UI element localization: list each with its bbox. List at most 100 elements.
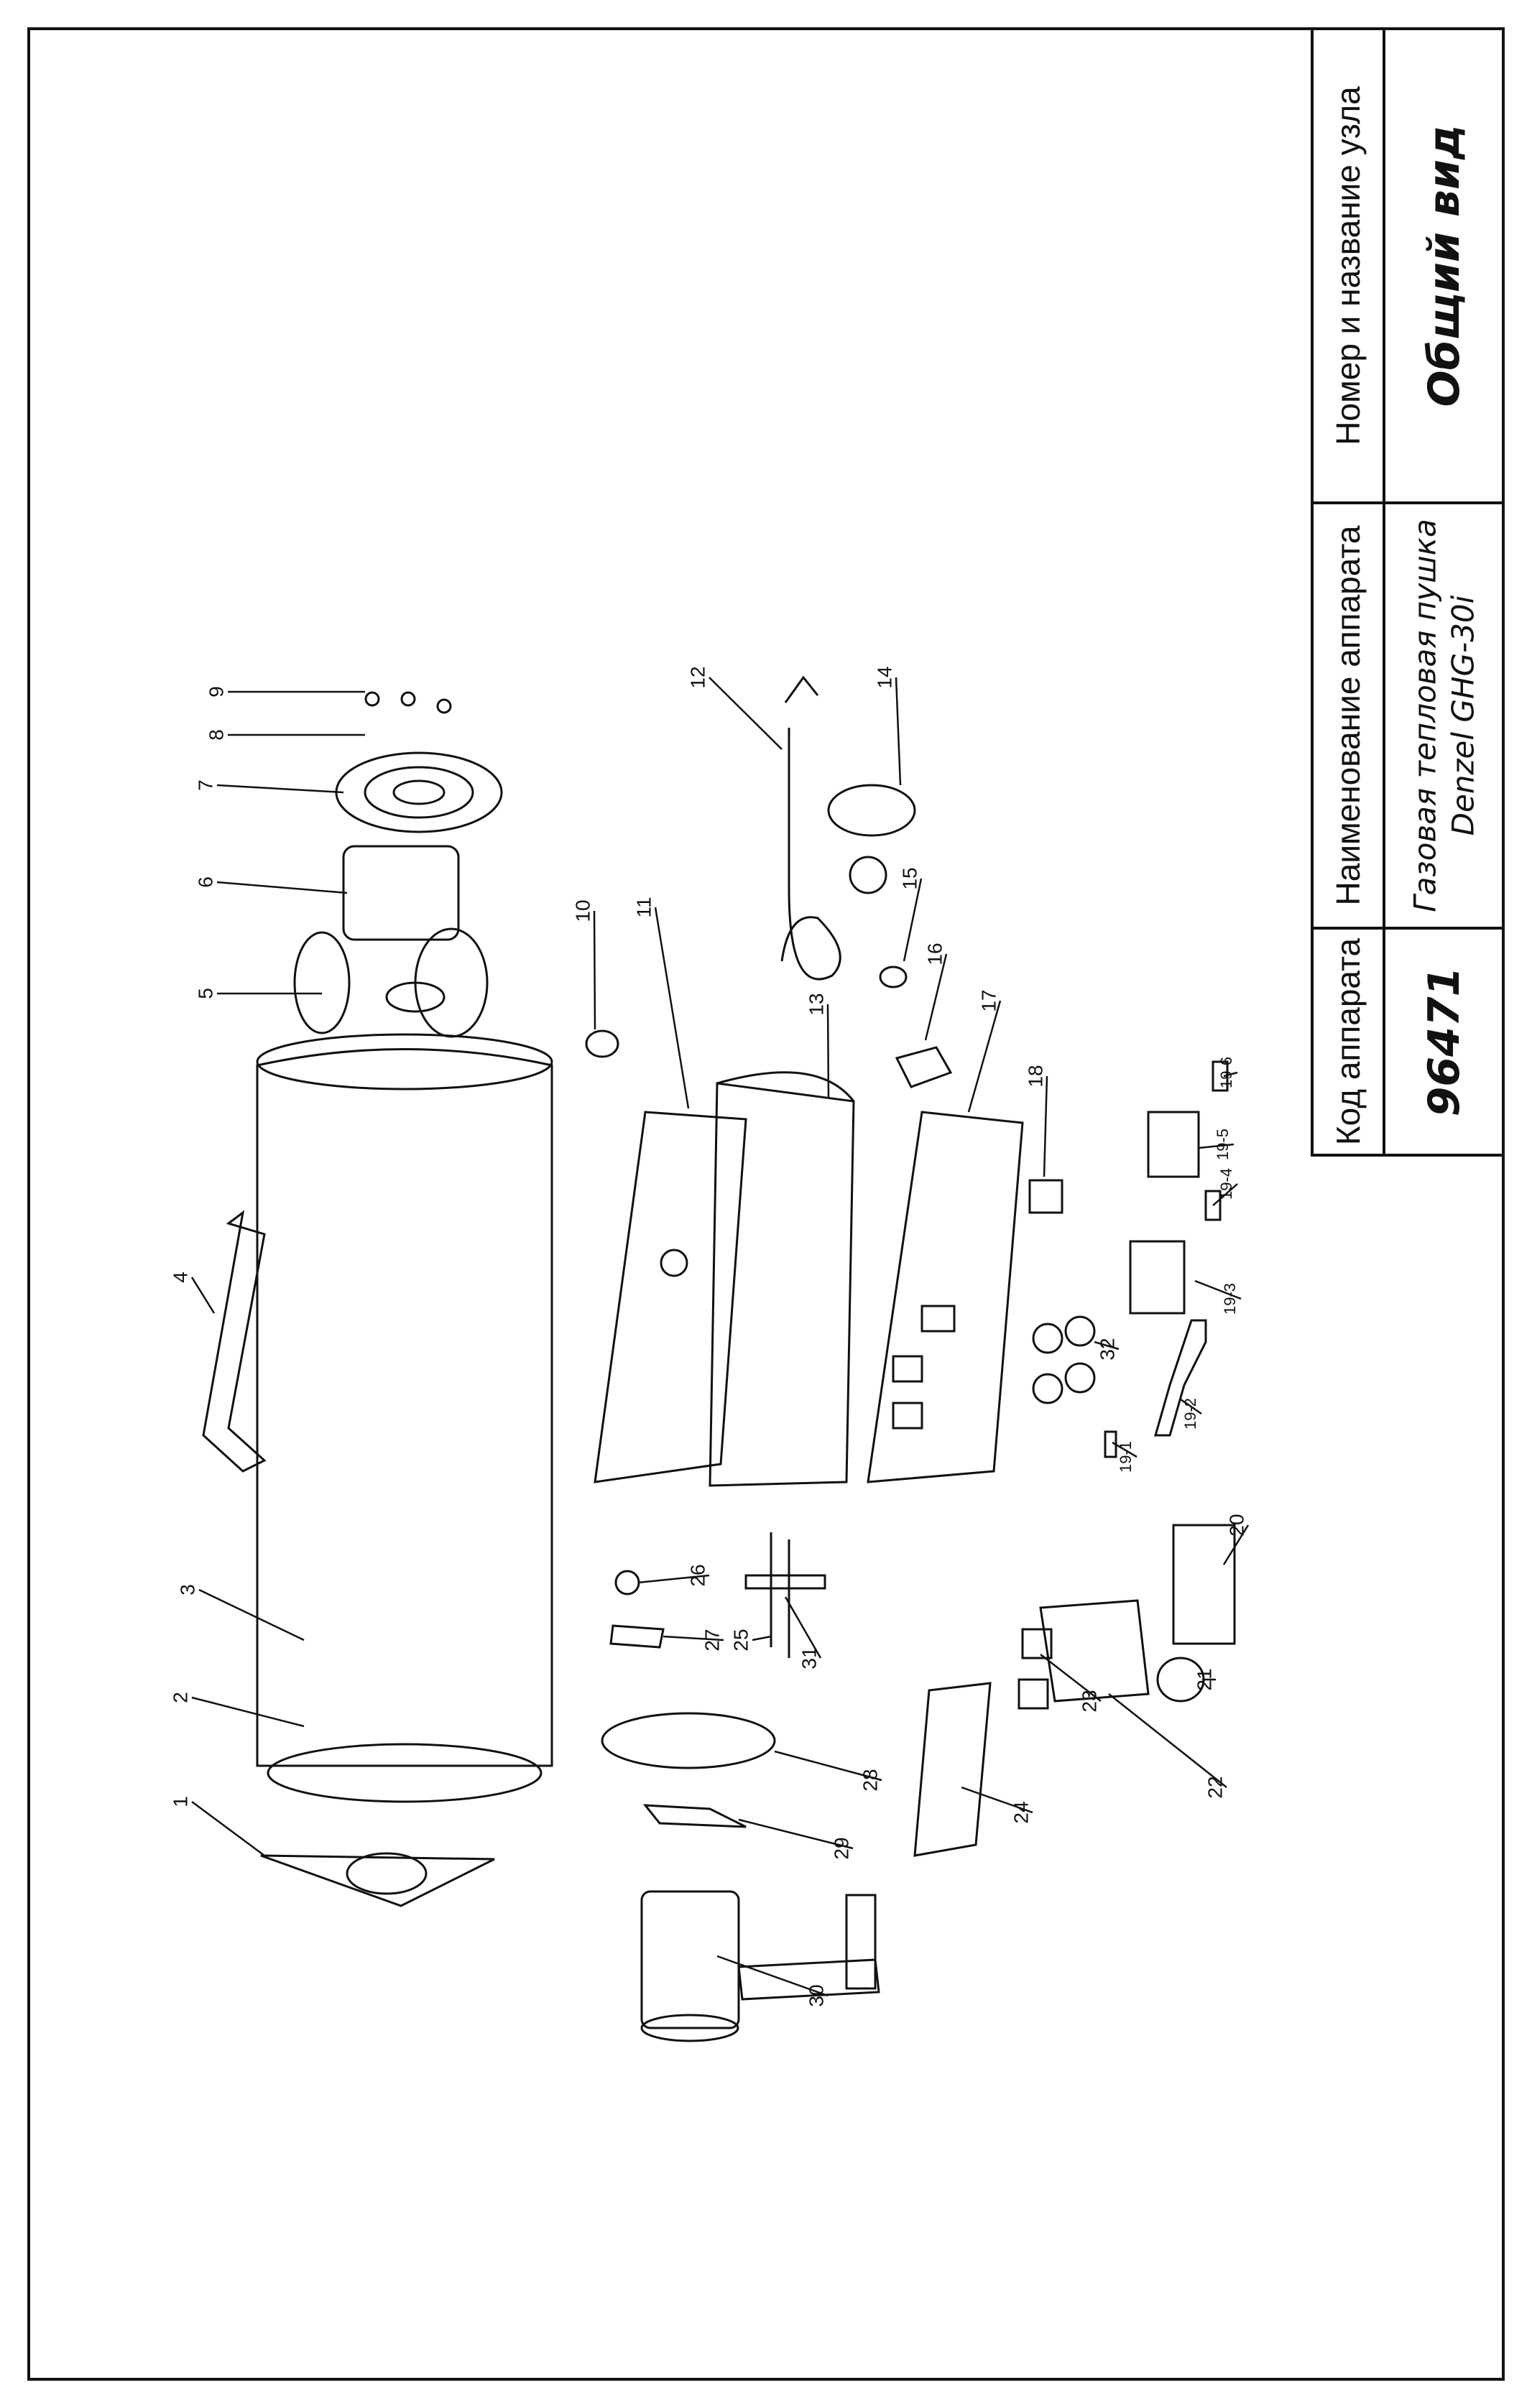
leader-line [654, 907, 690, 1109]
handle-part [202, 1210, 267, 1473]
leader-line [961, 1786, 1033, 1814]
callout-number: 16 [923, 943, 946, 965]
callout-number: 12 [686, 666, 709, 688]
electrode-part [770, 1532, 790, 1658]
leader-line [637, 1574, 710, 1584]
leader-line [216, 881, 348, 894]
code-header: Код аппарата [1329, 937, 1367, 1146]
grommet-part [585, 1029, 619, 1058]
leader-line [1108, 1693, 1227, 1788]
motor-guard-part [335, 751, 503, 833]
leader-line [198, 1588, 305, 1641]
sheet-border [27, 27, 1505, 2381]
leader-line [1043, 1075, 1048, 1177]
leader-line [216, 784, 344, 794]
callout-number: 1 [169, 1796, 191, 1807]
callout-number: 27 [701, 1629, 723, 1651]
knobs-part [1032, 1315, 1096, 1404]
burner-cover-part [709, 1082, 855, 1487]
callout-number: 9 [205, 686, 227, 698]
callout-number: 30 [805, 1984, 827, 2006]
leader-line [774, 1750, 882, 1782]
control-board-part [1039, 1599, 1150, 1703]
leader-line [903, 878, 923, 962]
housing-part [256, 1048, 553, 1767]
callout-number: 25 [729, 1629, 752, 1651]
leader-line [191, 1800, 265, 1857]
callout-number: 19-1 [1117, 1441, 1135, 1473]
name-value-line2: Denzel GHG-30i [1445, 595, 1481, 836]
leader-line [1194, 1279, 1242, 1300]
callout-number: 23 [1078, 1690, 1100, 1712]
leader-line [1180, 1398, 1202, 1415]
power-cord-part [780, 728, 841, 981]
node-header: Номер и название узла [1329, 86, 1367, 445]
parts-drawing [202, 675, 1236, 2042]
control-panel-part [867, 1111, 1024, 1483]
front-grille-part [260, 1854, 495, 1907]
callout-number: 29 [830, 1837, 852, 1859]
callout-number: 3 [176, 1584, 198, 1596]
name-header: Наименование аппарата [1329, 525, 1367, 906]
screws-part [364, 691, 452, 714]
leader-line [1040, 1654, 1102, 1702]
leader-line [191, 1696, 305, 1728]
callout-number: 7 [194, 779, 216, 791]
leader-line [593, 910, 596, 1030]
callout-number: 19-6 [1217, 1057, 1235, 1088]
callout-number: 6 [194, 876, 216, 888]
callout-number: 20 [1225, 1514, 1247, 1536]
node-value: Общий вид [1419, 124, 1469, 407]
leader-line [738, 1818, 854, 1850]
leader-line [1222, 1524, 1250, 1565]
callout-number: 19-5 [1214, 1129, 1232, 1160]
callout-number: 31 [798, 1647, 820, 1669]
burner-tube-part [640, 1890, 880, 2042]
label-part [1021, 1628, 1053, 1659]
switch-part [1028, 1179, 1063, 1214]
title-block [1311, 27, 1505, 1157]
callout-number: 19-3 [1221, 1283, 1239, 1315]
leader-line [1112, 1441, 1138, 1458]
valve-assembly-part [1104, 1060, 1229, 1458]
callout-number: 8 [205, 729, 227, 741]
leader-line [663, 1635, 724, 1641]
callout-number: 32 [1096, 1338, 1118, 1360]
plate-part [601, 1712, 776, 1769]
callout-number: 26 [686, 1564, 709, 1586]
callout-number: 11 [632, 897, 655, 917]
mount-part [642, 1804, 747, 1828]
callout-number: 4 [169, 1272, 191, 1283]
callout-number: 19-2 [1181, 1398, 1199, 1430]
callout-number: 13 [805, 993, 827, 1015]
nozzle-part [879, 965, 908, 988]
bracket-part [609, 1624, 665, 1649]
callout-number: 2 [169, 1692, 191, 1703]
leader-line [716, 1955, 829, 1997]
leader-line [752, 1635, 772, 1641]
callout-number: 10 [571, 899, 594, 922]
callout-number: 19-4 [1217, 1168, 1235, 1200]
leader-line [709, 677, 783, 750]
inner-cylinder-part [267, 1743, 543, 1803]
leader-line [784, 1596, 822, 1659]
callout-number: 21 [1193, 1668, 1215, 1690]
motor-part [342, 845, 460, 941]
leader-line [1198, 1143, 1235, 1149]
leader-line [1212, 1183, 1238, 1206]
callout-number: 22 [1204, 1776, 1226, 1798]
pcb-part [913, 1682, 992, 1857]
name-value-line1: Газовая тепловая пушка [1407, 519, 1443, 912]
fan-part [293, 927, 489, 1038]
leader-line [924, 953, 948, 1041]
callout-number: 18 [1024, 1065, 1046, 1087]
leader-line [190, 1277, 216, 1314]
callout-number: 17 [977, 989, 1000, 1011]
gasket-part [895, 1046, 953, 1088]
leader-lines [190, 677, 1250, 1997]
gas-hose-part [827, 784, 916, 837]
code-value: 96471 [1419, 966, 1469, 1117]
